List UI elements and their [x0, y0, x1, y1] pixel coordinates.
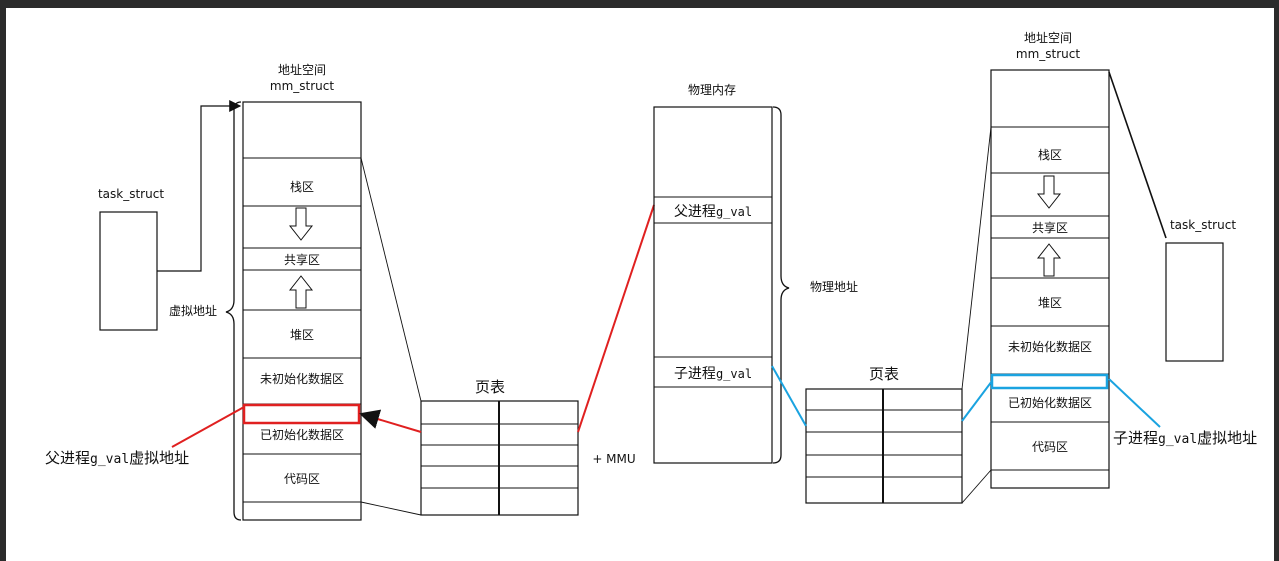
left-address-space-column [242, 101, 362, 521]
right-bss-label: 未初始化数据区 [1008, 339, 1092, 354]
left-virtual-address-label: 虚拟地址 [169, 304, 217, 318]
physical-memory-title: 物理内存 [688, 83, 736, 97]
diagram-background [6, 8, 1274, 561]
right-stack-label: 栈区 [1038, 147, 1062, 162]
right-mm-struct-title: mm_struct [1016, 47, 1080, 61]
right-code-label: 代码区 [1032, 440, 1068, 454]
right-page-table-title: 页表 [869, 365, 899, 383]
left-task-to-mm-arrow [157, 100, 242, 272]
left-stack-label: 栈区 [290, 179, 314, 194]
right-mapping-line [961, 126, 992, 390]
right-data-label: 已初始化数据区 [1008, 395, 1092, 410]
left-mm-struct-title: mm_struct [270, 79, 334, 93]
right-addr-space-title: 地址空间 [1024, 31, 1072, 45]
left-virtual-address-brace [225, 101, 242, 521]
physical-parent-gval-label: 父进程g_val [674, 204, 752, 220]
right-process: 地址空间 mm_struct 栈区 共享区 堆区 未初始化数据区 已初始化数据区… [771, 31, 1257, 504]
physical-memory-column [653, 106, 773, 464]
left-mapping-line [360, 501, 422, 516]
physical-address-brace [772, 106, 790, 464]
left-red-map-to-pagetable [359, 409, 422, 433]
right-heap-grow-up-icon [1036, 243, 1062, 277]
left-code-label: 代码区 [284, 472, 320, 486]
left-page-table-title: 页表 [475, 378, 505, 396]
left-data-label: 已初始化数据区 [260, 427, 344, 442]
left-parent-gval-highlight [242, 403, 361, 425]
right-blue-map-addrspace [961, 380, 993, 422]
left-stack-grow-down-icon [288, 207, 314, 241]
left-addr-space-title: 地址空间 [278, 63, 326, 77]
right-heap-label: 堆区 [1038, 296, 1062, 310]
physical-address-label: 物理地址 [810, 280, 858, 294]
left-task-struct-label: task_struct [98, 187, 164, 201]
physical-memory: 物理内存 父进程g_val 子进程g_val 物理地址 [653, 83, 858, 464]
mmu-label: + MMU [592, 452, 635, 466]
right-child-gval-annotation: 子进程g_val虚拟地址 [1113, 429, 1257, 447]
left-shared-label: 共享区 [284, 252, 320, 267]
right-blue-map-physical [771, 365, 807, 427]
right-task-struct-box [1165, 242, 1224, 362]
right-child-annotation-line [1108, 378, 1161, 428]
physical-child-gval-label: 子进程g_val [674, 366, 752, 382]
left-heap-grow-up-icon [288, 275, 314, 309]
left-parent-gval-annotation: 父进程g_val虚拟地址 [45, 449, 189, 467]
right-task-struct-label: task_struct [1170, 218, 1236, 232]
left-heap-label: 堆区 [290, 328, 314, 342]
left-process: task_struct 地址空间 mm_struct 栈区 共享区 堆区 未初始… [45, 63, 655, 521]
left-bss-label: 未初始化数据区 [260, 371, 344, 386]
left-mapping-line [360, 157, 422, 402]
right-shared-label: 共享区 [1032, 220, 1068, 235]
right-stack-grow-down-icon [1036, 175, 1062, 209]
right-task-to-mm-line [1108, 71, 1167, 239]
left-parent-annotation-line [171, 406, 245, 448]
right-mapping-line [961, 469, 992, 504]
left-red-map-to-physical [577, 204, 655, 433]
right-address-space-column [990, 69, 1110, 489]
